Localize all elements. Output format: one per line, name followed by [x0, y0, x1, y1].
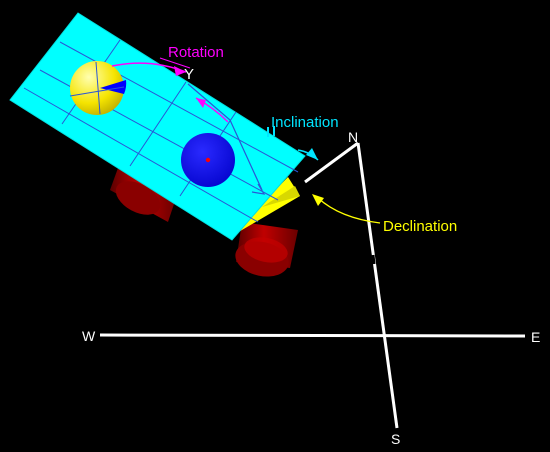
cylinder-lower — [235, 222, 298, 277]
blue-disk — [181, 133, 235, 187]
declination-annotation: Declination — [312, 194, 457, 235]
compass-south: S — [391, 431, 400, 447]
plate-edge-arrows — [187, 83, 266, 195]
compass-west: W — [82, 328, 96, 344]
compass-east: E — [531, 329, 540, 345]
rotation-annotation: Rotation Y — [111, 44, 229, 123]
center-mark — [205, 157, 211, 163]
compass: W E N S — [82, 129, 540, 447]
north-south-axis — [356, 142, 399, 429]
inclination-annotation: Inclination — [267, 114, 359, 184]
north-south-axis-dash — [371, 254, 376, 265]
inclination-label: Inclination — [271, 114, 339, 131]
axis-y-label: Y — [184, 66, 194, 83]
rotation-label: Rotation — [168, 44, 224, 61]
cylinders — [110, 168, 298, 277]
compass-north: N — [348, 129, 358, 145]
west-east-axis — [99, 333, 526, 338]
inclination-reference-line — [304, 141, 359, 184]
declination-label: Declination — [383, 218, 457, 235]
instrument-plate — [9, 12, 306, 241]
yellow-disk — [69, 61, 127, 115]
cylinder-upper — [110, 168, 176, 222]
